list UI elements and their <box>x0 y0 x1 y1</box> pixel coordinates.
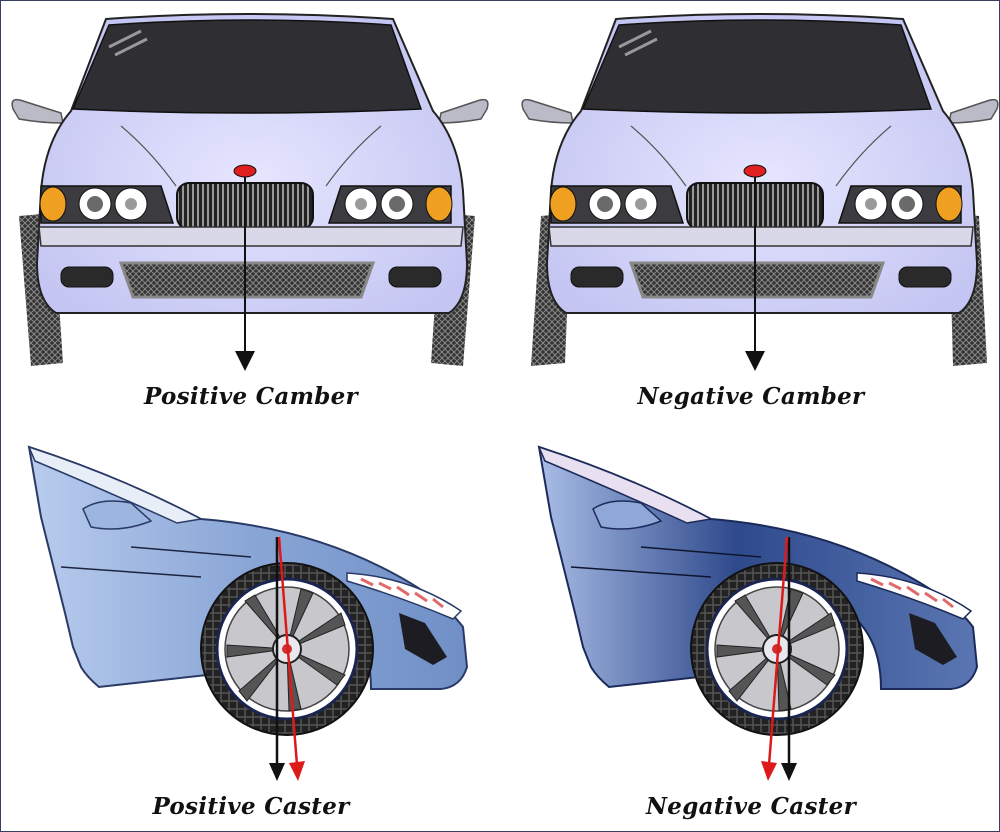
windshield <box>71 19 423 114</box>
positive-camber-panel: Positive Camber <box>1 1 501 417</box>
windshield-pillar <box>27 445 204 524</box>
emblem <box>743 164 767 178</box>
left-indicator <box>549 186 577 222</box>
positive-caster-panel: Positive Caster <box>1 417 501 831</box>
right-mirror <box>948 98 999 124</box>
headlight <box>346 572 463 620</box>
negative-caster-panel: Negative Caster <box>501 417 999 831</box>
emblem <box>233 164 257 178</box>
body-crease <box>60 546 252 578</box>
steering-axis-arrow <box>767 536 789 766</box>
black-arrow-head <box>269 763 285 781</box>
windshield-reflection <box>618 29 658 57</box>
left-mirror <box>11 98 64 124</box>
headlight <box>856 572 973 620</box>
negative-caster-car-side <box>537 445 979 781</box>
air-intake <box>399 613 447 665</box>
negative-camber-panel: Negative Camber <box>501 1 999 417</box>
red-arrow-head <box>289 761 305 781</box>
hood-lines <box>630 125 892 187</box>
lower-grille <box>118 261 376 299</box>
right-indicator <box>425 186 453 222</box>
windshield <box>581 19 933 114</box>
steering-axis-arrow <box>277 536 299 766</box>
windshield-reflection <box>108 29 148 57</box>
right-indicator <box>935 186 963 222</box>
side-mirror <box>82 500 153 530</box>
arrow-head <box>235 351 255 371</box>
front-bumper <box>38 226 464 247</box>
lower-grille <box>628 261 886 299</box>
body-crease <box>570 546 762 578</box>
arrow-head <box>745 351 765 371</box>
right-mirror <box>438 98 489 124</box>
air-intake <box>909 613 957 665</box>
headlight-leds <box>870 577 954 609</box>
windshield-pillar <box>537 445 714 524</box>
side-mirror <box>592 500 663 530</box>
positive-camber-label: Positive Camber <box>144 383 358 410</box>
left-mirror <box>521 98 574 124</box>
positive-camber-car-front <box>11 13 489 371</box>
negative-caster-label: Negative Caster <box>645 793 857 820</box>
negative-camber-label: Negative Camber <box>637 383 865 410</box>
positive-caster-label: Positive Caster <box>152 793 350 820</box>
headlight-leds <box>360 577 444 609</box>
front-bumper <box>548 226 974 247</box>
black-arrow-head <box>781 763 797 781</box>
hood-lines <box>120 125 382 187</box>
negative-camber-car-front <box>521 13 999 371</box>
red-arrow-head <box>761 761 777 781</box>
positive-caster-car-side <box>27 445 469 781</box>
left-indicator <box>39 186 67 222</box>
rim-spokes <box>716 588 836 712</box>
